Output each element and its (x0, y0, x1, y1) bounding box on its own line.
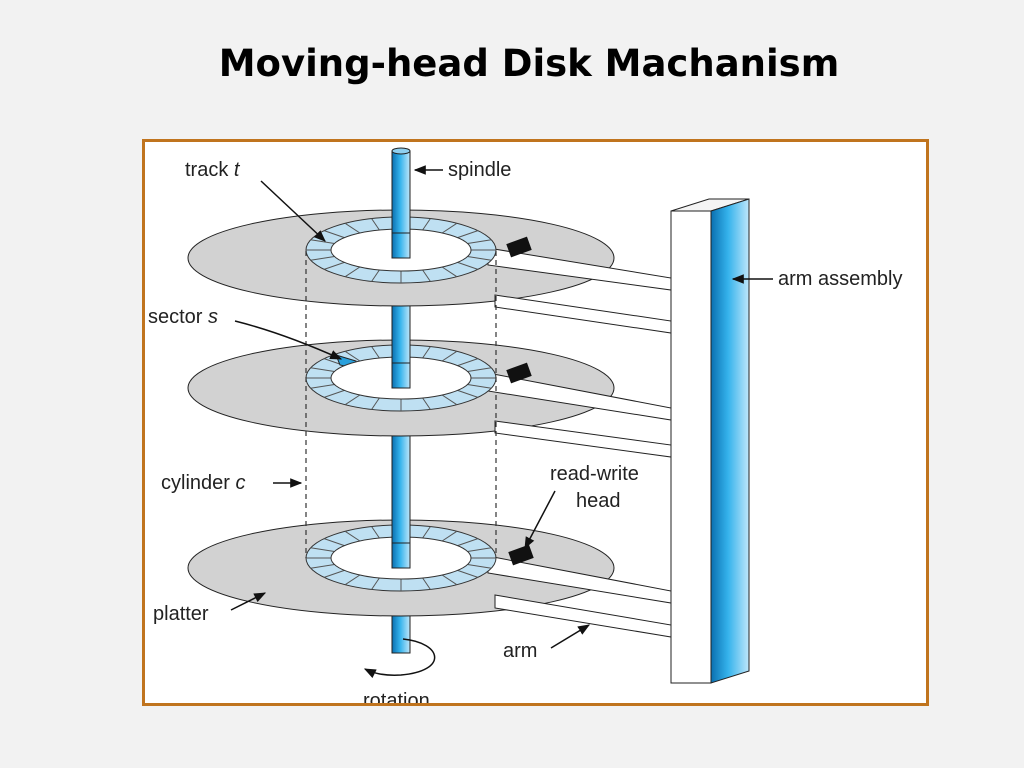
arm-pointer (550, 624, 591, 649)
sector-divider (344, 530, 361, 542)
sector-divider (344, 394, 361, 406)
sector-divider (310, 547, 335, 553)
sector-divider (344, 266, 361, 278)
sector-divider (467, 383, 492, 389)
rotation-arrow (363, 638, 436, 679)
sector-divider (457, 569, 479, 578)
sector-divider (457, 389, 479, 398)
read-write-head-top (506, 236, 532, 258)
sector-divider (344, 222, 361, 234)
sector-divider (441, 222, 458, 234)
sector-divider (323, 389, 345, 398)
sector-divider (467, 367, 492, 373)
slide-title: Moving-head Disk Machanism (218, 42, 840, 85)
arm-assembly-label: arm assembly (778, 268, 902, 290)
sector-divider (371, 397, 380, 410)
sector-divider (457, 261, 479, 270)
platter-bottom (187, 519, 672, 638)
sector-divider (467, 239, 492, 245)
sector-divider (422, 526, 431, 539)
sector-divider (344, 574, 361, 586)
sector-divider (422, 218, 431, 231)
cylinder-label: cylinder c (161, 472, 245, 494)
sector-divider (371, 218, 380, 231)
sector-divider (323, 261, 345, 270)
sector-divider (310, 255, 335, 261)
sector-divider (323, 569, 345, 578)
sector-divider (441, 266, 458, 278)
sector-divider (441, 350, 458, 362)
sector-divider (467, 255, 492, 261)
spindle-top (391, 150, 411, 234)
spindle-label: spindle (448, 159, 511, 181)
sector-divider (310, 563, 335, 569)
sector-divider (422, 577, 431, 590)
read-write-head-middle (506, 362, 532, 384)
sector-divider (344, 350, 361, 362)
sector-divider (371, 577, 380, 590)
arm-top-lower (494, 294, 672, 334)
platter-label: platter (153, 603, 209, 625)
platter-top (187, 209, 672, 334)
disk-diagram: track t spindle arm assembly sector s cy… (148, 147, 902, 703)
sector-divider (371, 269, 380, 282)
sector-divider (467, 563, 492, 569)
sector-divider (422, 397, 431, 410)
sector-divider (457, 538, 479, 547)
sector-divider (371, 526, 380, 539)
read-write-label-line1: read-write (550, 463, 639, 485)
sector-divider (467, 547, 492, 553)
arm-assembly-column (670, 198, 750, 684)
spindle-middle-lower (391, 417, 411, 544)
sector-divider (422, 269, 431, 282)
sector-divider (323, 230, 345, 239)
sector-divider (441, 574, 458, 586)
sector-divider (371, 346, 380, 359)
sector-pointer (234, 320, 343, 360)
sector-divider (441, 394, 458, 406)
sector-divider (457, 358, 479, 367)
sector-divider (441, 530, 458, 542)
sector-divider (422, 346, 431, 359)
sector-divider (310, 367, 335, 373)
arm-middle-lower (494, 420, 672, 458)
rotation-label: rotation (363, 690, 430, 703)
platter-pointer (230, 592, 267, 611)
track-pointer (260, 180, 326, 242)
sector-divider (457, 230, 479, 239)
read-write-label-line2: head (576, 490, 621, 512)
platter-middle (187, 339, 672, 458)
disk-diagram-frame: track t spindle arm assembly sector s cy… (142, 139, 929, 706)
sector-divider (310, 383, 335, 389)
track-label: track t (185, 159, 241, 181)
sector-divider (323, 538, 345, 547)
sector-label: sector s (148, 306, 218, 328)
read-write-head-bottom (508, 544, 534, 566)
spindle-seg-top (391, 229, 411, 259)
read-write-head-pointer (524, 490, 556, 550)
arm-label: arm (503, 640, 537, 662)
arm-bottom-lower (494, 594, 672, 638)
